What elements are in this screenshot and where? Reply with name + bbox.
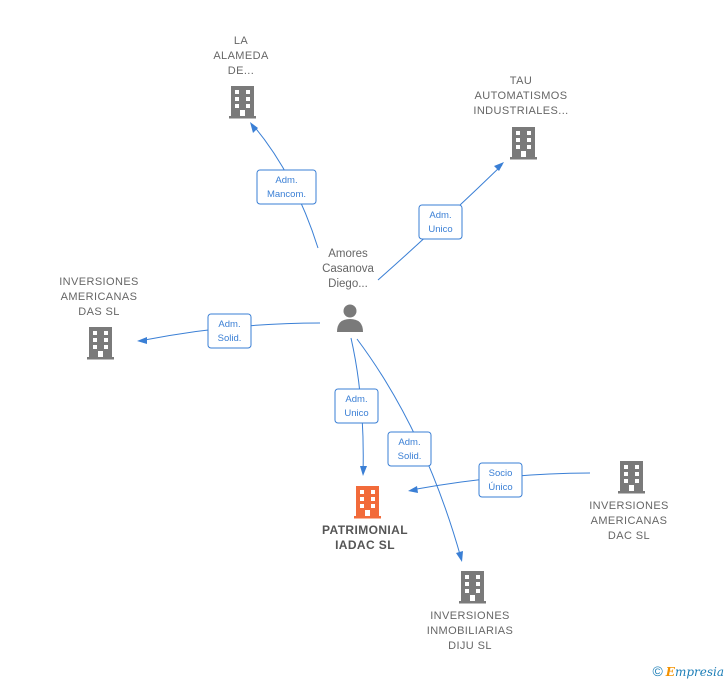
building-icon-main[interactable] xyxy=(354,486,381,519)
building-icon[interactable] xyxy=(229,86,256,119)
person-name-label[interactable]: Amores Casanova Diego... xyxy=(322,248,374,290)
svg-text:Solid.: Solid. xyxy=(218,333,242,344)
role-box-adm-unico-patrimonial[interactable]: Adm. Unico xyxy=(334,388,379,424)
building-icon[interactable] xyxy=(87,327,114,360)
svg-text:Mancom.: Mancom. xyxy=(267,189,306,200)
svg-text:Solid.: Solid. xyxy=(398,451,422,462)
svg-text:Adm.: Adm. xyxy=(429,210,451,221)
role-box-adm-solid-diju[interactable]: Adm. Solid. xyxy=(387,431,432,467)
svg-text:Adm.: Adm. xyxy=(218,319,240,330)
role-box-adm-mancom[interactable]: Adm. Mancom. xyxy=(256,169,317,205)
node-label-tau[interactable]: TAU AUTOMATISMOS INDUSTRIALES... xyxy=(473,75,569,117)
svg-text:Adm.: Adm. xyxy=(345,394,367,405)
node-label-inv-americanas-das[interactable]: INVERSIONES AMERICANAS DAS SL xyxy=(59,276,139,318)
svg-text:Unico: Unico xyxy=(344,408,368,419)
person-icon[interactable] xyxy=(337,304,363,333)
svg-text:Adm.: Adm. xyxy=(275,175,297,186)
building-icon[interactable] xyxy=(618,461,645,494)
svg-text:Adm.: Adm. xyxy=(398,437,420,448)
node-label-la-alameda[interactable]: LA ALAMEDA DE... xyxy=(213,35,269,77)
node-label-inv-inmobiliarias[interactable]: INVERSIONES INMOBILIARIAS DIJU SL xyxy=(426,610,514,652)
copyright-icon: © xyxy=(652,663,663,679)
svg-text:Unico: Unico xyxy=(428,224,452,235)
building-icon[interactable] xyxy=(510,127,537,160)
building-icon[interactable] xyxy=(459,571,486,604)
role-box-adm-unico-tau[interactable]: Adm. Unico xyxy=(418,204,463,240)
role-box-socio-unico[interactable]: Socio Único xyxy=(478,462,523,498)
node-label-patrimonial[interactable]: PATRIMONIAL IADAC SL xyxy=(322,523,408,552)
brand-name: mpresia xyxy=(674,665,724,679)
svg-text:Único: Único xyxy=(488,482,512,493)
node-label-inv-americanas-dac[interactable]: INVERSIONES AMERICANAS DAC SL xyxy=(589,500,669,542)
brand-initial: E xyxy=(665,665,675,679)
role-box-adm-solid-das[interactable]: Adm. Solid. xyxy=(207,313,252,349)
brand-footer: ©Empresia xyxy=(652,663,724,679)
svg-text:Socio: Socio xyxy=(489,468,513,479)
